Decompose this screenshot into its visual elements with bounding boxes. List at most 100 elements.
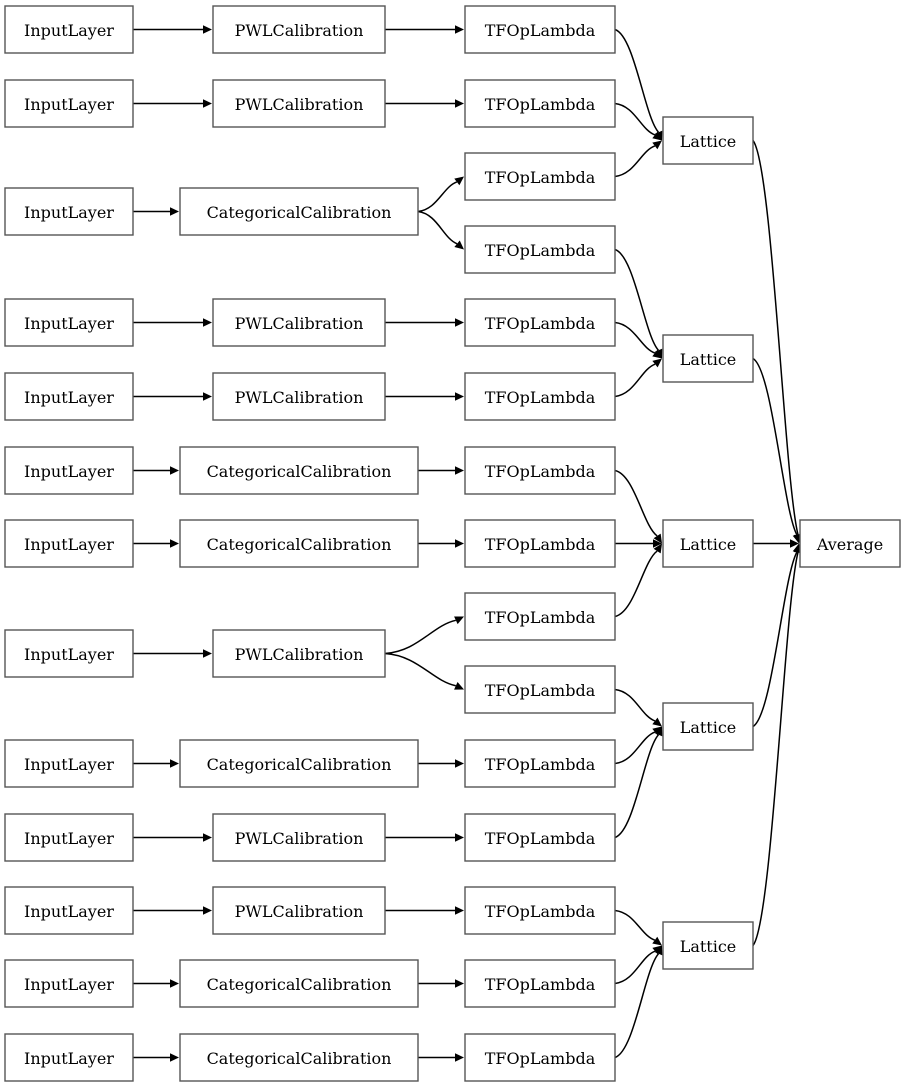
edge-pwlcalibration-to-tfop-lambda [385,318,464,327]
node-label: TFOpLambda [485,95,596,114]
node-box[interactable] [4,446,134,495]
node-box[interactable] [179,187,419,236]
node-label: PWLCalibration [235,21,364,40]
node-box[interactable] [4,187,134,236]
node-input-layer-in11[interactable]: InputLayer [4,959,134,1008]
node-box[interactable] [212,629,386,678]
node-lattice-lat3[interactable]: Lattice [662,702,754,751]
node-box[interactable] [464,519,616,568]
node-tfop-lambda-op1[interactable]: TFOpLambda [464,79,616,128]
node-box[interactable] [179,446,419,495]
node-box[interactable] [212,298,386,347]
node-box[interactable] [4,519,134,568]
node-box[interactable] [464,1033,616,1082]
node-input-layer-in7[interactable]: InputLayer [4,629,134,678]
node-box[interactable] [662,702,754,751]
node-box[interactable] [662,921,754,970]
node-input-layer-in1[interactable]: InputLayer [4,79,134,128]
node-categorical-calibration-cal11[interactable]: CategoricalCalibration [179,959,419,1008]
node-box[interactable] [4,813,134,862]
node-box[interactable] [464,665,616,714]
node-box[interactable] [464,959,616,1008]
node-box[interactable] [212,79,386,128]
node-tfop-lambda-op13[interactable]: TFOpLambda [464,959,616,1008]
node-lattice-lat0[interactable]: Lattice [662,116,754,165]
node-box[interactable] [179,739,419,788]
node-box[interactable] [179,1033,419,1082]
node-box[interactable] [4,959,134,1008]
node-box[interactable] [179,959,419,1008]
node-tfop-lambda-op10[interactable]: TFOpLambda [464,739,616,788]
node-lattice-lat2[interactable]: Lattice [662,519,754,568]
node-box[interactable] [662,334,754,383]
node-tfop-lambda-op4[interactable]: TFOpLambda [464,298,616,347]
node-box[interactable] [464,225,616,274]
node-input-layer-in4[interactable]: InputLayer [4,372,134,421]
node-box[interactable] [4,372,134,421]
node-input-layer-in10[interactable]: InputLayer [4,886,134,935]
node-box[interactable] [464,79,616,128]
node-lattice-lat1[interactable]: Lattice [662,334,754,383]
node-box[interactable] [212,5,386,54]
node-tfop-lambda-op5[interactable]: TFOpLambda [464,372,616,421]
node-categorical-calibration-cal12[interactable]: CategoricalCalibration [179,1033,419,1082]
node-categorical-calibration-cal2[interactable]: CategoricalCalibration [179,187,419,236]
node-tfop-lambda-op9[interactable]: TFOpLambda [464,665,616,714]
node-box[interactable] [464,5,616,54]
node-box[interactable] [464,739,616,788]
node-tfop-lambda-op14[interactable]: TFOpLambda [464,1033,616,1082]
node-box[interactable] [662,519,754,568]
node-pwlcalibration-cal4[interactable]: PWLCalibration [212,372,386,421]
node-pwlcalibration-cal0[interactable]: PWLCalibration [212,5,386,54]
node-categorical-calibration-cal5[interactable]: CategoricalCalibration [179,446,419,495]
node-average-avg[interactable]: Average [799,519,901,568]
node-tfop-lambda-op7[interactable]: TFOpLambda [464,519,616,568]
node-input-layer-in2[interactable]: InputLayer [4,187,134,236]
node-box[interactable] [212,886,386,935]
node-tfop-lambda-op2[interactable]: TFOpLambda [464,152,616,201]
node-tfop-lambda-op6[interactable]: TFOpLambda [464,446,616,495]
node-input-layer-in9[interactable]: InputLayer [4,813,134,862]
node-pwlcalibration-cal7[interactable]: PWLCalibration [212,629,386,678]
edge-line [614,28,660,133]
node-box[interactable] [4,5,134,54]
node-input-layer-in8[interactable]: InputLayer [4,739,134,788]
node-lattice-lat4[interactable]: Lattice [662,921,754,970]
node-tfop-lambda-op8[interactable]: TFOpLambda [464,592,616,641]
node-box[interactable] [4,79,134,128]
node-input-layer-in3[interactable]: InputLayer [4,298,134,347]
node-box[interactable] [464,592,616,641]
edge-line [384,652,456,687]
node-box[interactable] [662,116,754,165]
node-box[interactable] [179,519,419,568]
node-box[interactable] [212,813,386,862]
node-label: PWLCalibration [235,314,364,333]
node-tfop-lambda-op12[interactable]: TFOpLambda [464,886,616,935]
node-tfop-lambda-op3[interactable]: TFOpLambda [464,225,616,274]
node-categorical-calibration-cal6[interactable]: CategoricalCalibration [179,519,419,568]
node-box[interactable] [4,298,134,347]
node-box[interactable] [799,519,901,568]
node-input-layer-in0[interactable]: InputLayer [4,5,134,54]
node-tfop-lambda-op11[interactable]: TFOpLambda [464,813,616,862]
node-box[interactable] [4,739,134,788]
node-box[interactable] [464,152,616,201]
node-pwlcalibration-cal10[interactable]: PWLCalibration [212,886,386,935]
node-box[interactable] [464,446,616,495]
node-categorical-calibration-cal8[interactable]: CategoricalCalibration [179,739,419,788]
node-pwlcalibration-cal3[interactable]: PWLCalibration [212,298,386,347]
node-box[interactable] [464,298,616,347]
node-tfop-lambda-op0[interactable]: TFOpLambda [464,5,616,54]
node-pwlcalibration-cal9[interactable]: PWLCalibration [212,813,386,862]
node-box[interactable] [464,886,616,935]
node-box[interactable] [4,629,134,678]
node-box[interactable] [4,1033,134,1082]
node-pwlcalibration-cal1[interactable]: PWLCalibration [212,79,386,128]
node-box[interactable] [212,372,386,421]
node-input-layer-in12[interactable]: InputLayer [4,1033,134,1082]
node-input-layer-in5[interactable]: InputLayer [4,446,134,495]
node-box[interactable] [464,372,616,421]
node-input-layer-in6[interactable]: InputLayer [4,519,134,568]
node-box[interactable] [4,886,134,935]
node-box[interactable] [464,813,616,862]
